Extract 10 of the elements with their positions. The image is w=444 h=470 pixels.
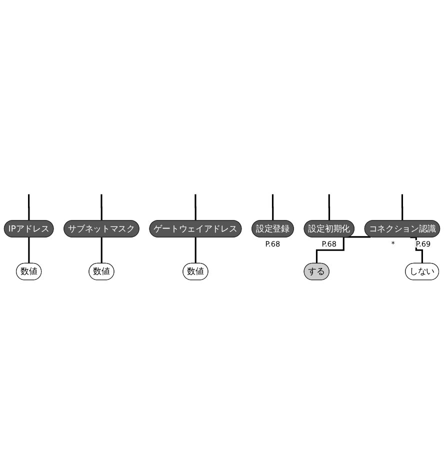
connector: [194, 236, 196, 264]
connector: [328, 193, 330, 222]
connector: [272, 193, 274, 222]
connector: [28, 193, 30, 222]
connector: [100, 193, 103, 222]
connector: [194, 193, 196, 222]
connector: [316, 236, 371, 264]
connector: [401, 193, 404, 222]
connector: [28, 236, 30, 264]
connector: [100, 236, 103, 264]
